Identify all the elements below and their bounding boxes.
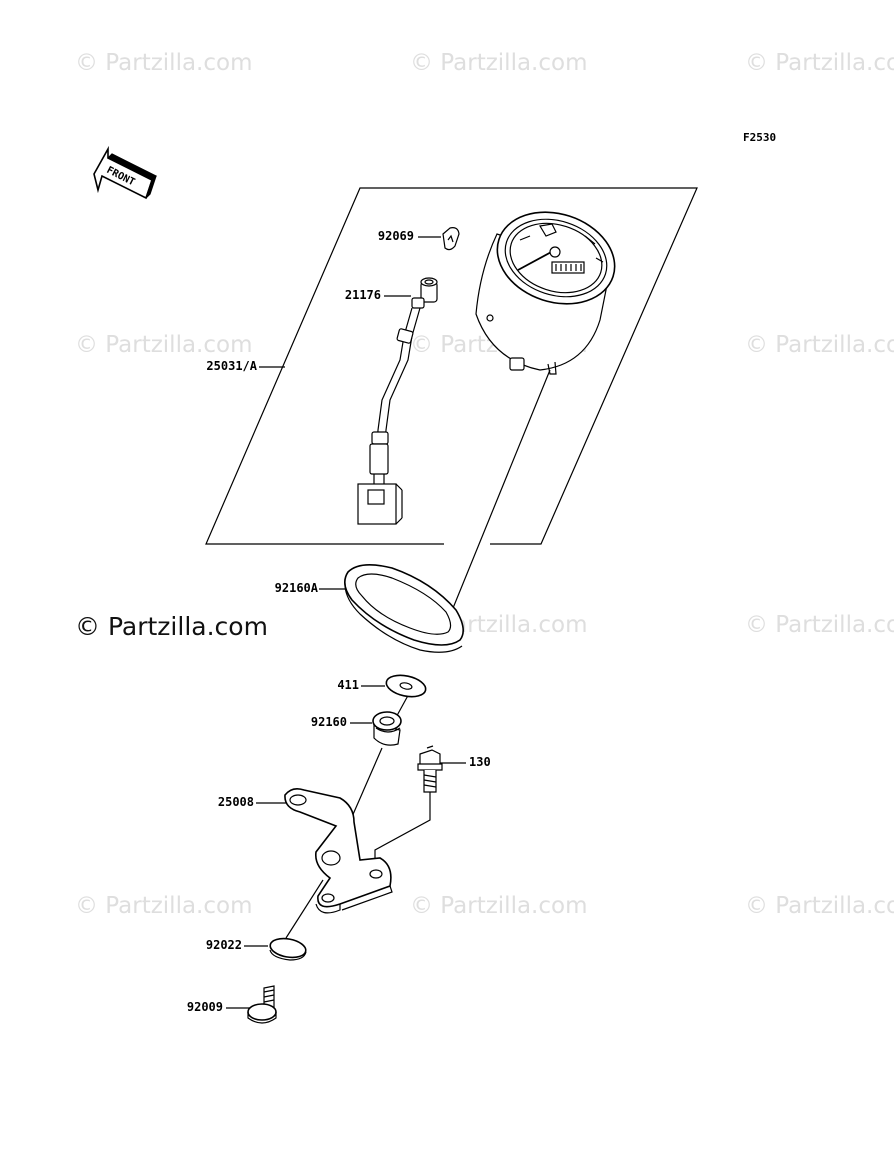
part-label: 92022 (205, 938, 242, 952)
part-label: 25008 (217, 795, 254, 809)
figure-code: F2530 (743, 131, 777, 144)
watermark: © Partzilla.com (745, 50, 894, 76)
part-label: 130 (469, 755, 491, 769)
part-label: 21176 (344, 288, 381, 302)
watermark: © Partzilla.com (745, 332, 894, 358)
watermark: © Partzilla.com (745, 893, 894, 919)
part-label: 92160A (274, 581, 318, 595)
ring-92160a (344, 564, 464, 653)
assembly-outline (205, 187, 698, 545)
spacer-411 (385, 674, 427, 698)
grommet-92160 (372, 711, 402, 746)
watermark: © Partzilla.com (745, 612, 894, 638)
watermark: © Partzilla.com (75, 332, 253, 358)
meter-gauge (475, 211, 616, 375)
part-label: 92069 (377, 229, 414, 243)
watermark: © Partzilla.com (410, 50, 588, 76)
bracket-25008 (284, 788, 393, 914)
part-label: 92009 (186, 1000, 223, 1014)
bolt-130 (417, 745, 443, 793)
watermark-prominent: © Partzilla.com (75, 612, 268, 641)
part-label: 25031/A (206, 359, 257, 373)
part-label: 92160 (310, 715, 347, 729)
screw-92009 (247, 985, 277, 1024)
bulb-92069 (442, 227, 460, 251)
part-label: 411 (337, 678, 359, 692)
watermark: © Partzilla.com (410, 893, 588, 919)
watermark: © Partzilla.com (75, 50, 253, 76)
front-arrow-icon: FRONT (93, 145, 158, 200)
socket-harness (357, 277, 438, 525)
watermark: © Partzilla.com (75, 893, 253, 919)
washer-92022 (269, 937, 307, 961)
